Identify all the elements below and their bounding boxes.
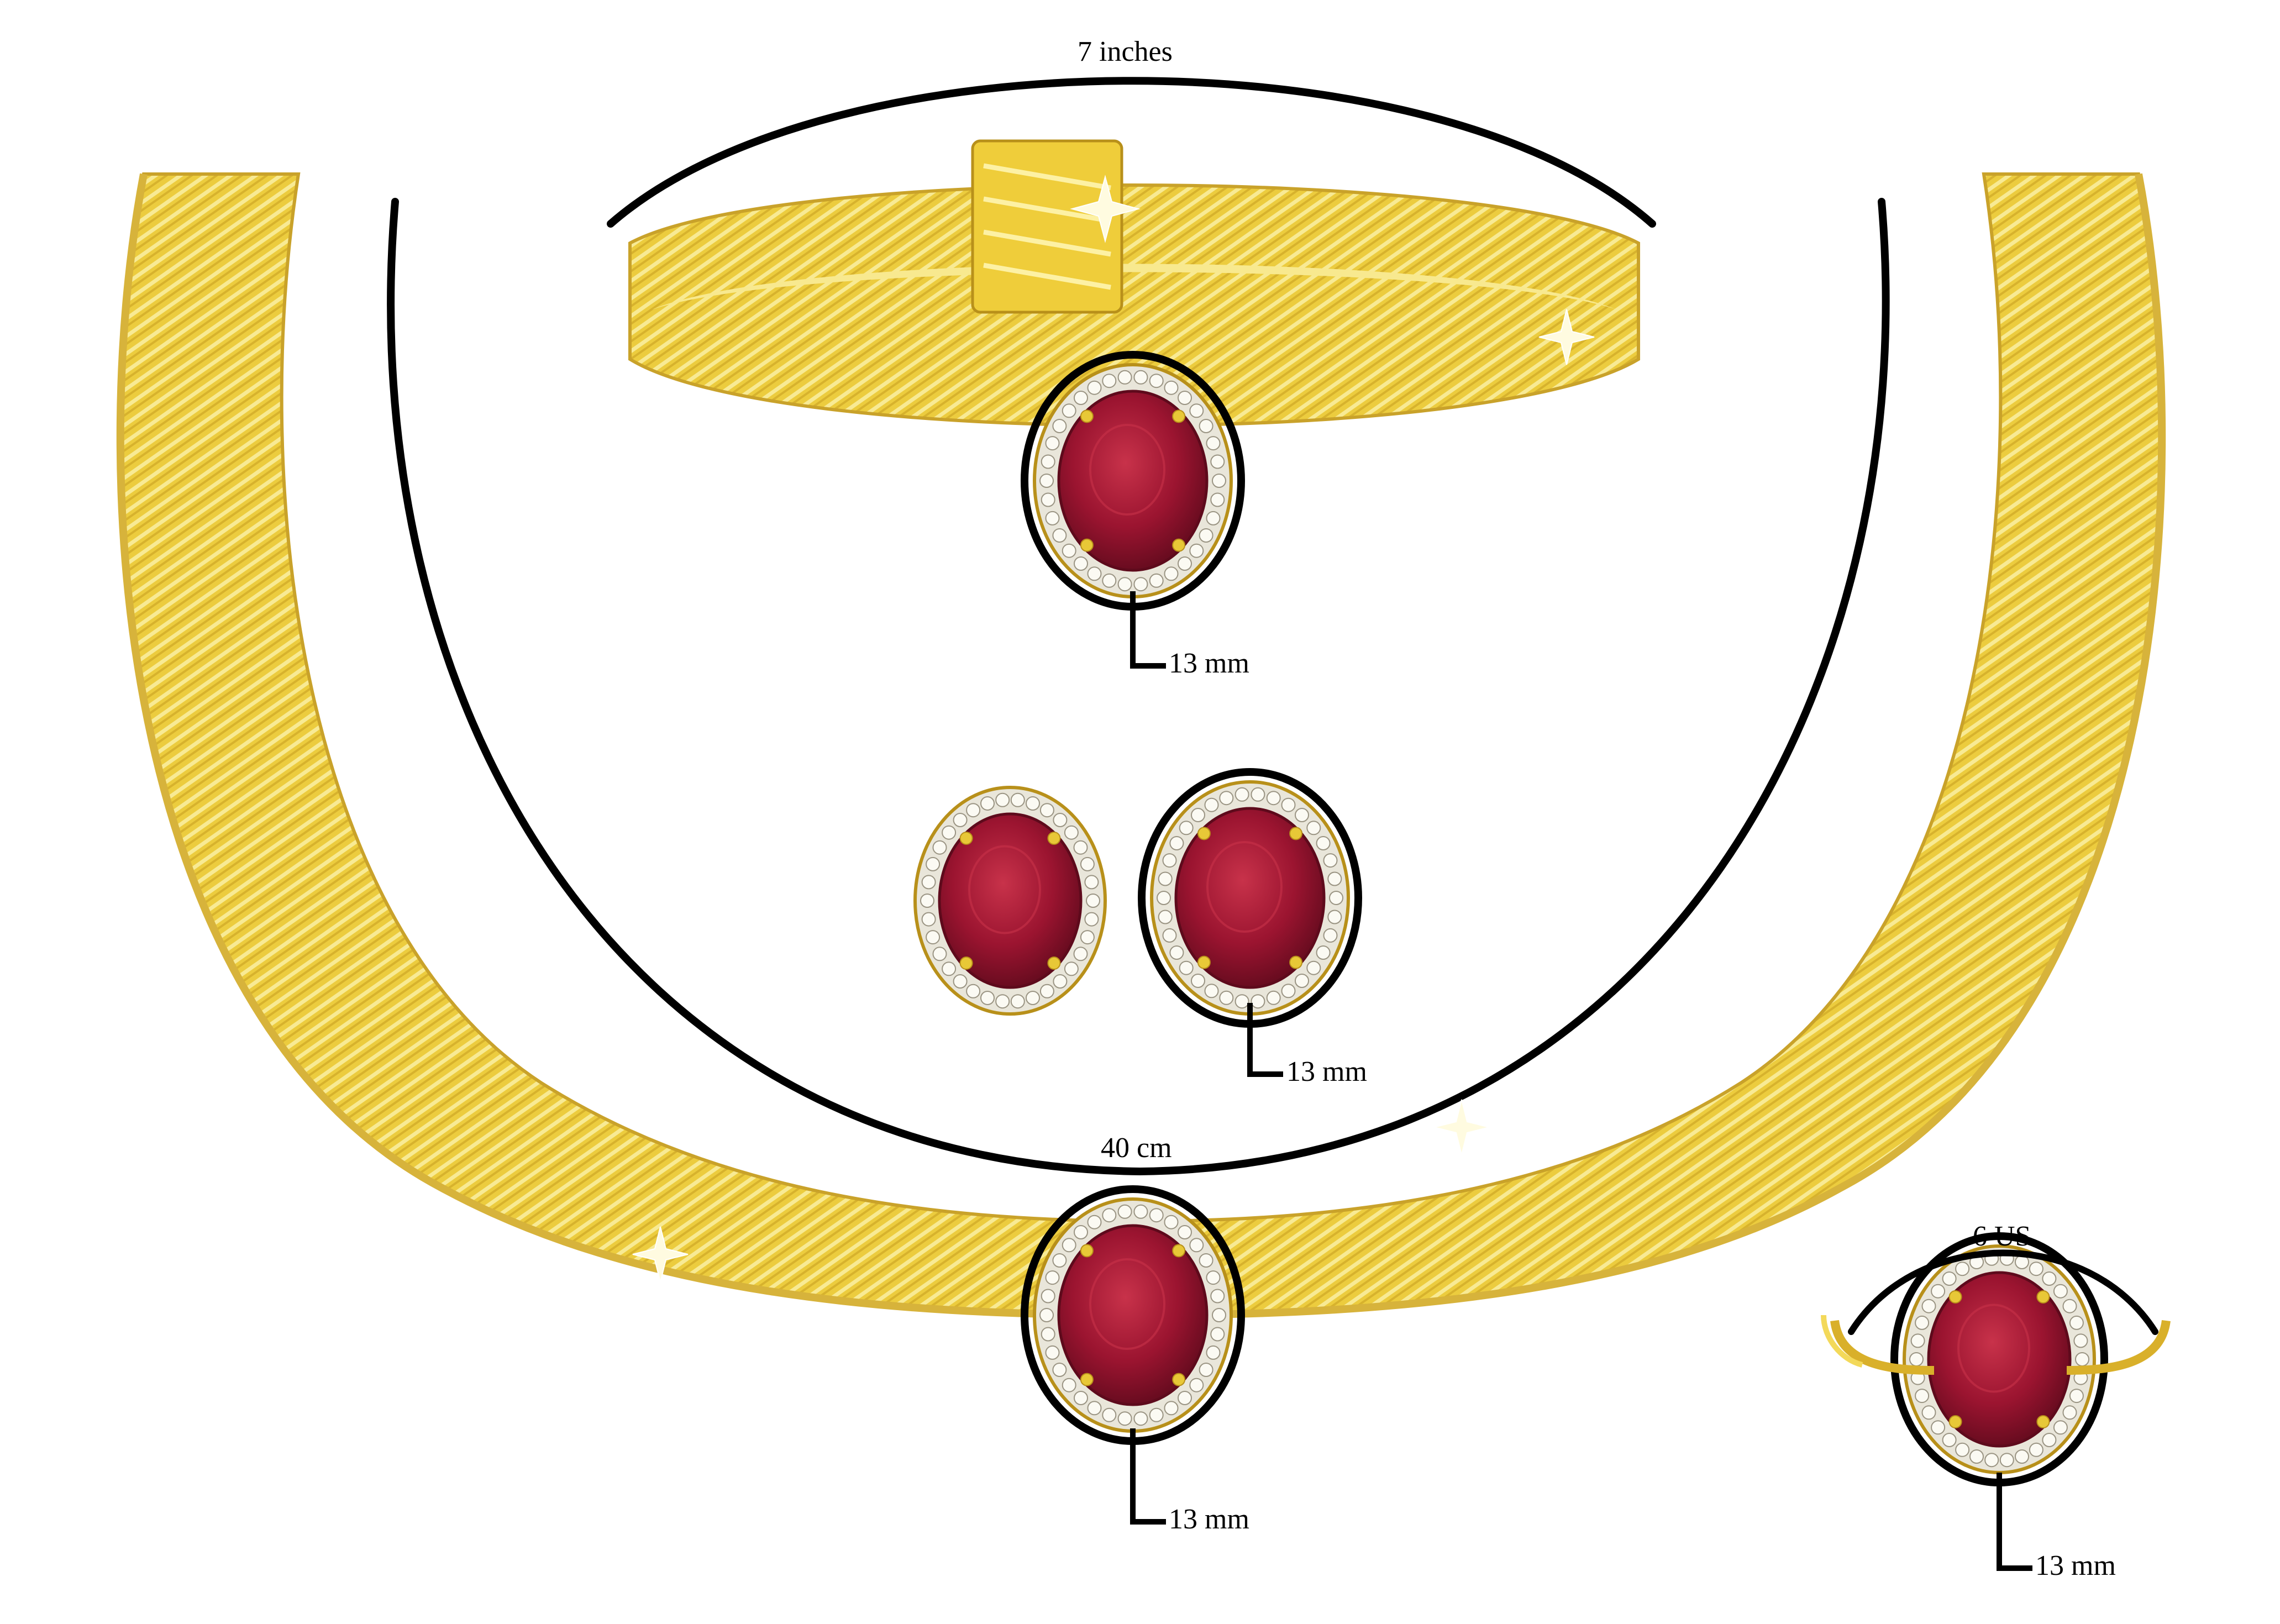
ring-ruby-setting bbox=[1890, 1232, 2108, 1486]
ring-measure-arc bbox=[1848, 1249, 2158, 1335]
ring-size-label: 6 US bbox=[1973, 1221, 2031, 1252]
earring-stone-leader bbox=[1247, 1003, 1283, 1077]
ring-stone-leader bbox=[1997, 1473, 2032, 1571]
ring bbox=[1821, 1315, 2171, 1375]
ring-stone-size-label: 13 mm bbox=[2035, 1550, 2116, 1581]
bracelet-ruby-setting bbox=[1021, 351, 1245, 611]
necklace-measure-arc bbox=[387, 198, 1890, 1176]
bracelet bbox=[628, 139, 1640, 427]
sparkle-group bbox=[632, 175, 1595, 1283]
earring-right-ruby-setting bbox=[1138, 768, 1362, 1028]
necklace-ruby-setting bbox=[1021, 1185, 1245, 1445]
leader-lines bbox=[1130, 591, 2032, 1571]
necklace-stone-leader bbox=[1130, 1428, 1166, 1525]
bracelet-measure-arc bbox=[607, 77, 1656, 228]
bracelet-stone-size-label: 13 mm bbox=[1169, 648, 1249, 679]
earring-left-ruby-setting bbox=[913, 786, 1107, 1016]
bracelet-stone-leader bbox=[1130, 591, 1166, 669]
necklace-length-label: 40 cm bbox=[1101, 1132, 1172, 1164]
bracelet-length-label: 7 inches bbox=[1078, 36, 1173, 67]
necklace-stone-size-label: 13 mm bbox=[1169, 1504, 1249, 1535]
earring-stone-size-label: 13 mm bbox=[1286, 1056, 1367, 1087]
